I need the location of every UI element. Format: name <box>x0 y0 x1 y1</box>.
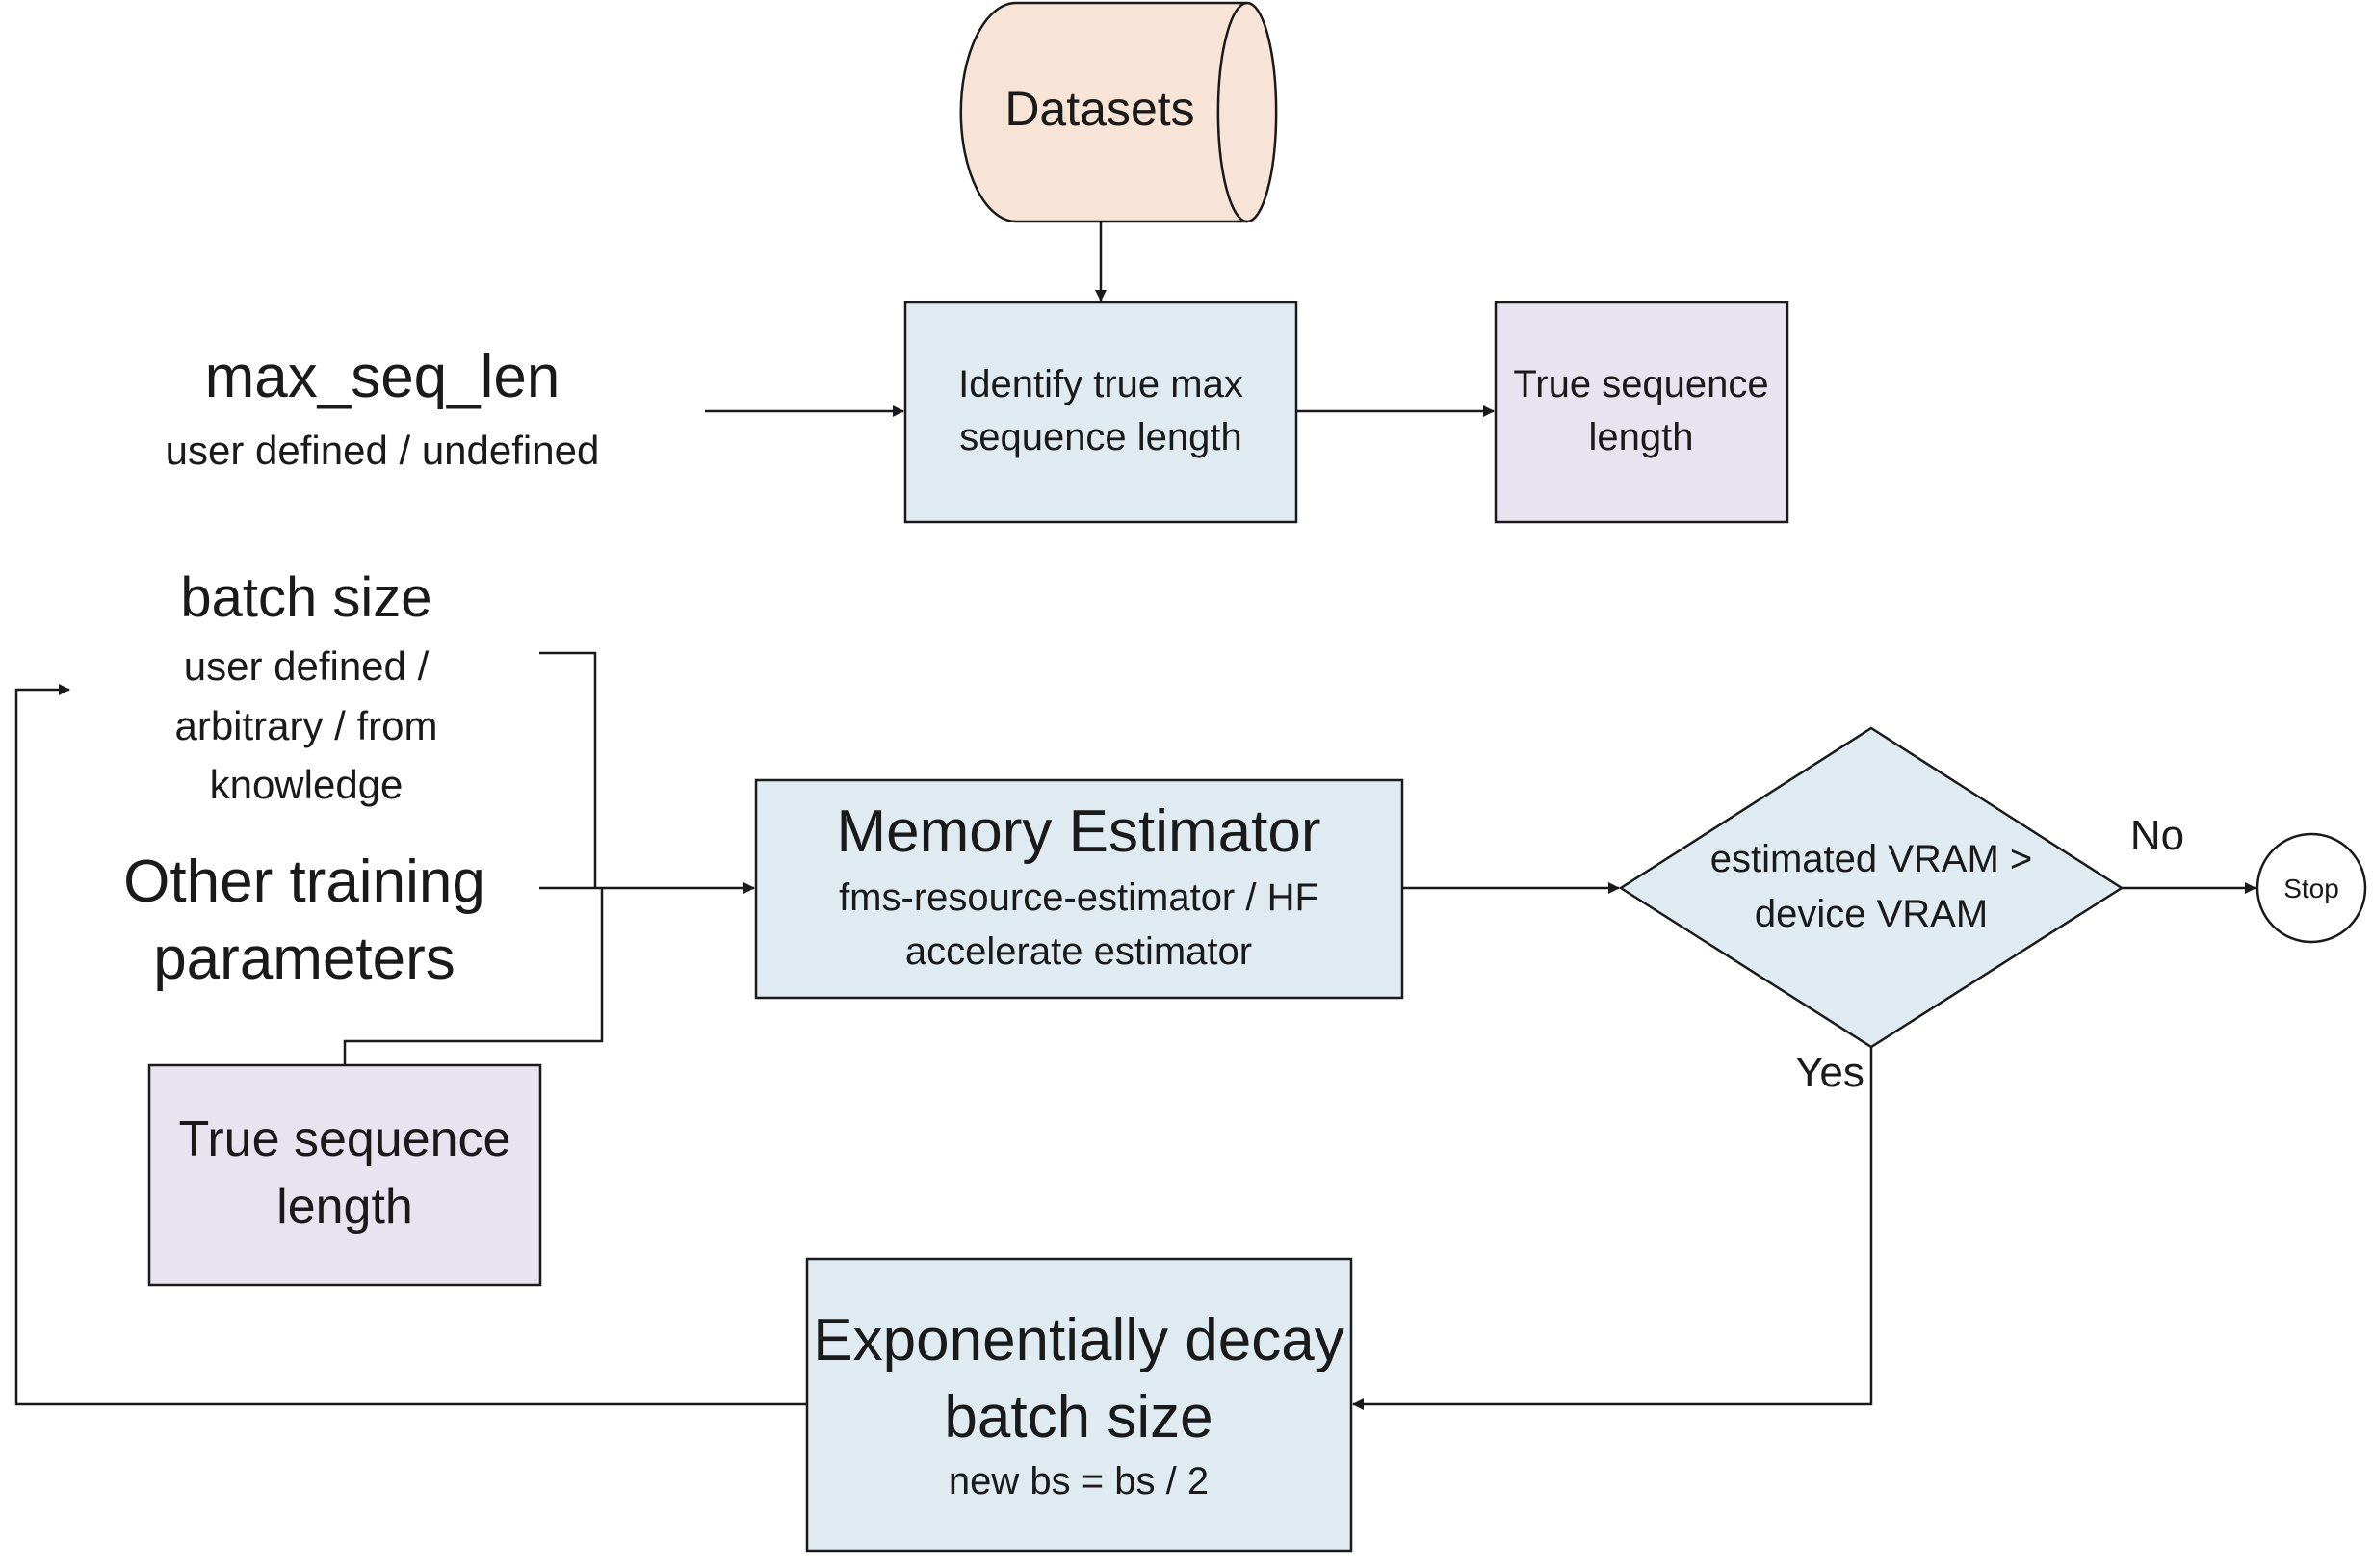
max-seq-len-node: max_seq_len user defined / undefined <box>166 344 600 473</box>
true-seq-top-line2: length <box>1589 416 1694 458</box>
identify-box <box>903 301 1298 524</box>
decision-line2: device VRAM <box>1755 893 1988 935</box>
identify-line1: Identify true max <box>958 363 1243 405</box>
decision-diamond <box>1618 726 2125 1049</box>
edge-batchsize-bracket <box>539 651 597 888</box>
batch-size-line3: knowledge <box>210 762 404 807</box>
decay-box <box>805 1257 1353 1553</box>
batch-size-line2: arbitrary / from <box>174 703 437 748</box>
memory-estimator-node: Memory Estimator fms-resource-estimator … <box>754 778 1404 1000</box>
stop-node: Stop <box>2256 832 2367 944</box>
true-seq-top-box <box>1494 301 1789 524</box>
batch-size-title: batch size <box>180 566 431 629</box>
true-seq-top-node: True sequence length <box>1494 301 1789 524</box>
true-seq-bottom-box <box>147 1063 542 1287</box>
decay-line1: Exponentially decay <box>813 1307 1343 1373</box>
memory-estimator-line2: accelerate estimator <box>905 930 1252 973</box>
max-seq-len-subtitle: user defined / undefined <box>166 428 600 473</box>
true-seq-bottom-node: True sequence length <box>147 1063 542 1287</box>
datasets-front-curve <box>1216 1 1248 223</box>
edge-label-no: No <box>2130 812 2184 859</box>
max-seq-len-title: max_seq_len <box>205 344 561 410</box>
edge-trueseq-bracket <box>343 888 604 1065</box>
stop-circle <box>2256 832 2367 944</box>
decay-line3: new bs = bs / 2 <box>949 1460 1209 1503</box>
identify-line2: sequence length <box>959 416 1242 458</box>
edge-label-yes: Yes <box>1795 1049 1864 1096</box>
true-seq-bottom-line1: True sequence <box>179 1111 511 1167</box>
decay-node: Exponentially decay batch size new bs = … <box>805 1257 1353 1553</box>
memory-estimator-title: Memory Estimator <box>837 798 1321 865</box>
batch-size-line1: user defined / <box>184 643 430 689</box>
other-params-node: Other training parameters <box>123 849 485 992</box>
edge-decision-to-decay <box>1352 1047 1873 1410</box>
true-seq-bottom-line2: length <box>276 1179 413 1235</box>
true-seq-top-line1: True sequence <box>1513 363 1768 405</box>
stop-label: Stop <box>2283 874 2339 903</box>
connectors <box>14 222 2256 1410</box>
decision-line1: estimated VRAM > <box>1710 838 2033 880</box>
edge-decay-loop-back <box>14 684 807 1406</box>
other-params-line2: parameters <box>153 926 456 992</box>
memory-estimator-line1: fms-resource-estimator / HF <box>839 876 1318 919</box>
identify-node: Identify true max sequence length <box>903 301 1298 524</box>
decay-line2: batch size <box>944 1384 1213 1450</box>
other-params-line1: Other training <box>123 849 485 915</box>
batch-size-node: batch size user defined / arbitrary / fr… <box>174 566 437 807</box>
datasets-label: Datasets <box>1004 82 1194 136</box>
datasets-node: Datasets <box>959 1 1278 223</box>
decision-node: estimated VRAM > device VRAM <box>1618 726 2125 1049</box>
memory-estimator-box <box>754 778 1404 1000</box>
